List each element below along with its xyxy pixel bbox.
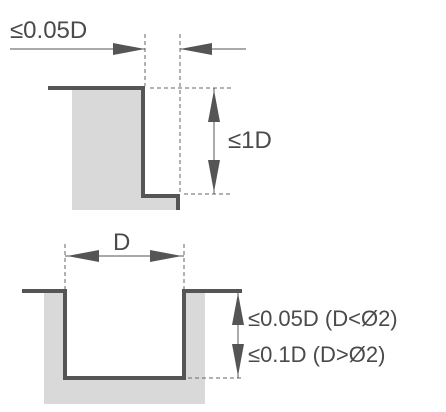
top-depth-label: ≤1D [228,127,272,154]
bottom-width-label: D [113,229,130,256]
top-offset-label: ≤0.05D [10,17,87,44]
bottom-width-arrow-right [150,250,182,262]
bottom-depth-arrow-down [232,344,244,376]
top-figure: ≤0.05D ≤1D [10,17,272,210]
top-depth-arrow-up [208,90,220,122]
top-material [72,88,178,210]
bottom-width-arrow-left [67,250,99,262]
top-offset-arrow-right [180,43,212,55]
top-depth-arrow-down [208,160,220,192]
top-outline [48,86,180,210]
bottom-figure: D ≤0.05D (D<Ø2) ≤0.1D (D>Ø2) [22,229,398,404]
bottom-tol-small-label: ≤0.05D (D<Ø2) [248,306,398,331]
bottom-outline [22,289,242,380]
top-offset-arrow-left [113,43,145,55]
bottom-tol-large-label: ≤0.1D (D>Ø2) [248,342,385,367]
bottom-material [44,291,205,404]
bottom-depth-arrow-up [232,293,244,325]
